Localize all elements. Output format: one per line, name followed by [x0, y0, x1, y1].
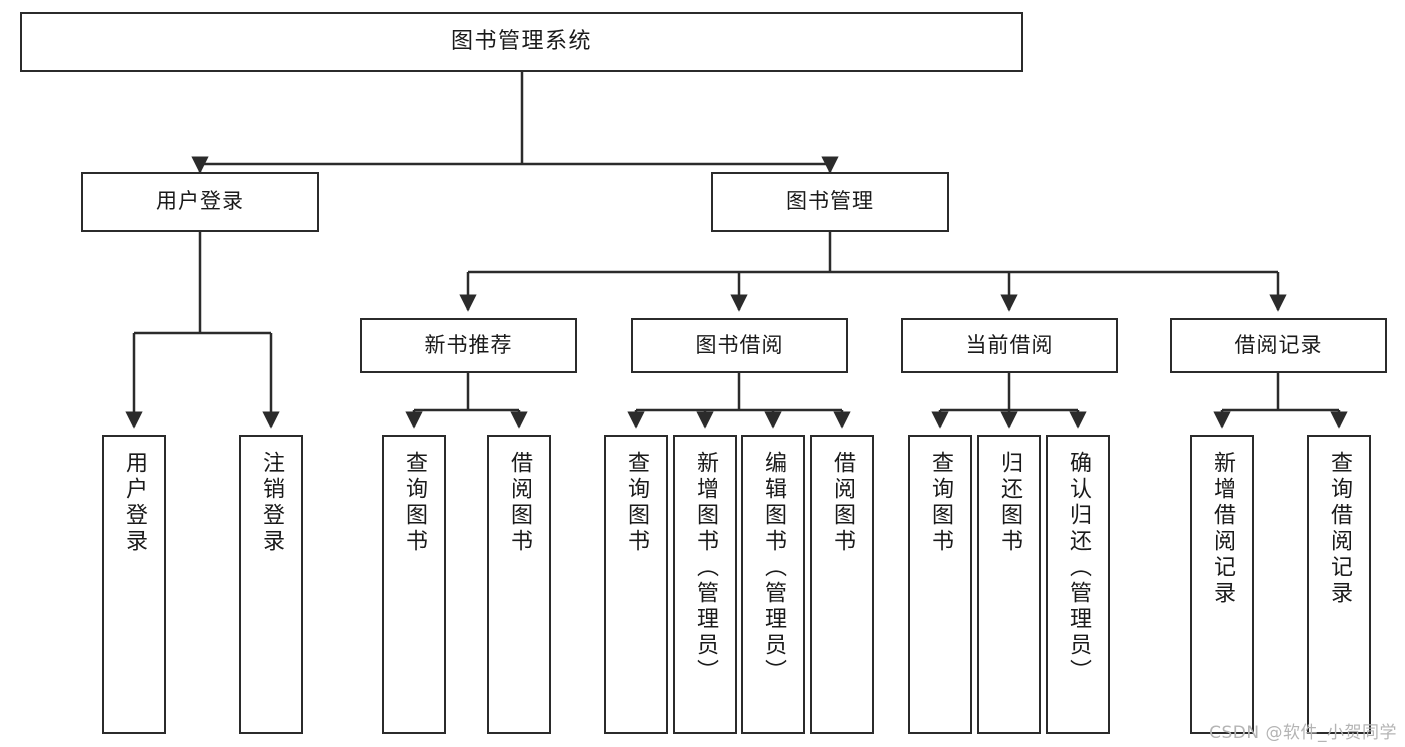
node-leaf-add-book-admin[interactable]: 新增图书（管理员）	[673, 435, 737, 734]
node-book-manage-label: 图书管理	[786, 189, 874, 214]
node-new-book-recommend[interactable]: 新书推荐	[360, 318, 577, 373]
node-leaf-add-record[interactable]: 新增借阅记录	[1190, 435, 1254, 734]
node-leaf-query-book-1[interactable]: 查询图书	[382, 435, 446, 734]
node-leaf-logout-label: 注销登录	[259, 451, 284, 555]
node-user-login[interactable]: 用户登录	[81, 172, 319, 232]
node-book-manage[interactable]: 图书管理	[711, 172, 949, 232]
node-root-label: 图书管理系统	[450, 28, 592, 54]
node-new-book-recommend-label: 新书推荐	[424, 332, 513, 357]
node-leaf-borrow-book-1-label: 借阅图书	[507, 451, 532, 555]
node-leaf-query-book-3[interactable]: 查询图书	[908, 435, 972, 734]
node-leaf-query-record-label: 查询借阅记录	[1327, 451, 1352, 607]
node-borrow-record[interactable]: 借阅记录	[1170, 318, 1387, 373]
node-leaf-query-book-2[interactable]: 查询图书	[604, 435, 668, 734]
node-leaf-query-book-3-label: 查询图书	[928, 451, 953, 555]
node-leaf-logout[interactable]: 注销登录	[239, 435, 303, 734]
node-borrow-record-label: 借阅记录	[1234, 332, 1323, 357]
node-leaf-edit-book-admin-label: 编辑图书（管理员）	[761, 451, 786, 685]
node-book-borrow-label: 图书借阅	[695, 332, 784, 357]
node-leaf-user-login[interactable]: 用户登录	[102, 435, 166, 734]
node-leaf-borrow-book-2[interactable]: 借阅图书	[810, 435, 874, 734]
node-book-borrow[interactable]: 图书借阅	[631, 318, 848, 373]
node-leaf-query-book-1-label: 查询图书	[402, 451, 427, 555]
node-leaf-add-record-label: 新增借阅记录	[1210, 451, 1235, 607]
node-leaf-query-record[interactable]: 查询借阅记录	[1307, 435, 1371, 734]
node-leaf-add-book-admin-label: 新增图书（管理员）	[693, 451, 718, 685]
node-leaf-return-book-label: 归还图书	[997, 451, 1022, 555]
node-leaf-borrow-book-1[interactable]: 借阅图书	[487, 435, 551, 734]
node-root[interactable]: 图书管理系统	[20, 12, 1023, 72]
node-leaf-confirm-return-admin[interactable]: 确认归还（管理员）	[1046, 435, 1110, 734]
node-user-login-label: 用户登录	[156, 189, 244, 214]
node-leaf-edit-book-admin[interactable]: 编辑图书（管理员）	[741, 435, 805, 734]
node-leaf-confirm-return-admin-label: 确认归还（管理员）	[1066, 451, 1091, 685]
node-current-borrow-label: 当前借阅	[965, 332, 1054, 357]
node-leaf-return-book[interactable]: 归还图书	[977, 435, 1041, 734]
node-current-borrow[interactable]: 当前借阅	[901, 318, 1118, 373]
node-leaf-user-login-label: 用户登录	[122, 451, 147, 555]
node-leaf-borrow-book-2-label: 借阅图书	[830, 451, 855, 555]
node-leaf-query-book-2-label: 查询图书	[624, 451, 649, 555]
